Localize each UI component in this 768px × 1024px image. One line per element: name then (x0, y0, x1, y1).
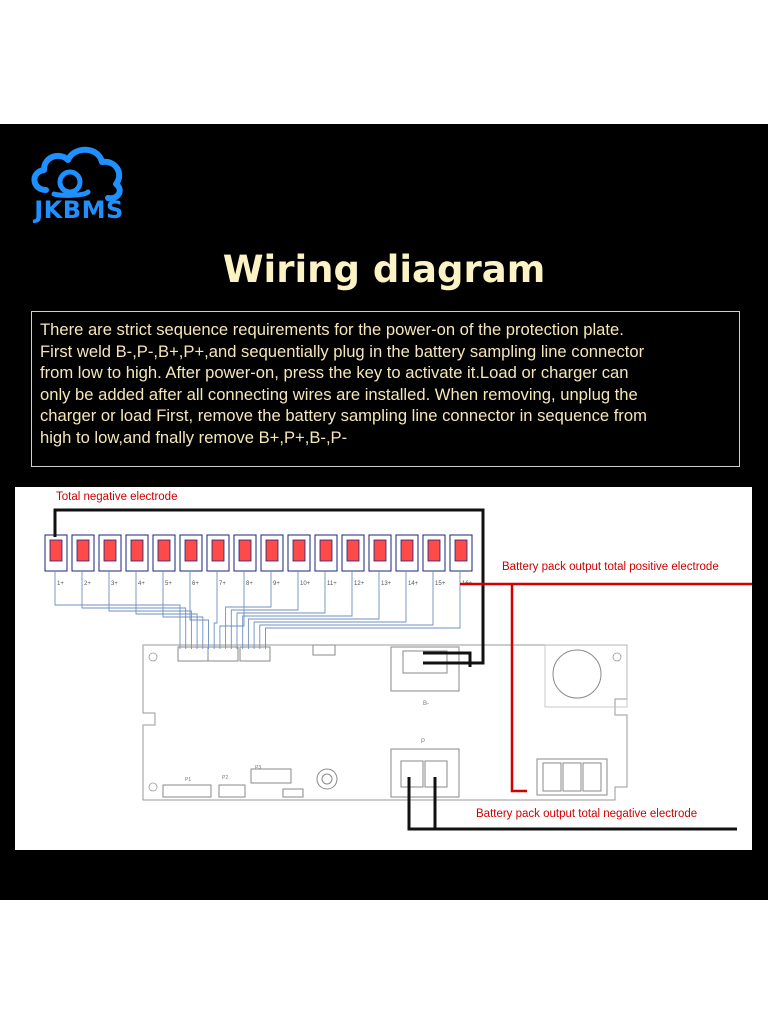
sampling-wire (230, 571, 299, 649)
instruction-line: high to low,and fnally remove B+,P+,B-,P… (40, 427, 348, 447)
sampling-wire (135, 571, 198, 649)
battery-cell (422, 534, 446, 572)
battery-cell (449, 534, 473, 572)
output-connector (536, 758, 608, 796)
battery-cell (179, 534, 203, 572)
negative-output-label: Battery pack output total negative elect… (476, 808, 698, 820)
battery-cell (152, 534, 176, 572)
svg-text:P3: P3 (255, 765, 261, 771)
sampling-wire (162, 571, 204, 649)
wiring-diagram: B- P P1 P2 P3 1+2+3+4+5+6+7+8+9+10+11+12 (15, 487, 752, 850)
sampling-wire (219, 571, 245, 649)
sampling-wire (108, 571, 192, 649)
svg-text:P2: P2 (222, 775, 228, 781)
cell-label: 15+ (435, 581, 446, 587)
total-negative-wire (53, 508, 485, 665)
page-title: Wiring diagram (222, 248, 546, 291)
sampling-connector-1 (177, 646, 209, 662)
cell-label: 1+ (57, 581, 64, 587)
battery-cell (44, 534, 68, 572)
sampling-connector-2 (207, 646, 239, 662)
cell-label: 2+ (84, 581, 91, 587)
total-negative-label: Total negative electrode (56, 491, 178, 503)
battery-cell (341, 534, 365, 572)
p-minus-terminal (390, 748, 460, 798)
battery-cell (233, 534, 257, 572)
battery-cell (125, 534, 149, 572)
sampling-wire (253, 571, 407, 649)
p3-connector (250, 768, 292, 784)
sampling-wire (247, 571, 380, 649)
cell-label: 11+ (327, 581, 337, 587)
negative-output-wire (407, 777, 737, 831)
battery-cells: 1+2+3+4+5+6+7+8+9+10+11+12+13+14+15+16+ (44, 534, 473, 587)
cell-label: 4+ (138, 581, 145, 587)
cell-label: 3+ (111, 581, 118, 587)
instruction-line: First weld B-,P-,B+,P+,and sequentially … (40, 341, 645, 361)
battery-cell (206, 534, 230, 572)
p1-connector (162, 784, 212, 798)
coin-battery (552, 649, 602, 699)
cell-label: 7+ (219, 581, 226, 587)
cell-label: 12+ (354, 581, 365, 587)
wiring-diagram-svg: B- P P1 P2 P3 1+2+3+4+5+6+7+8+9+10+11+12 (44, 508, 752, 831)
bms-board (142, 644, 628, 801)
battery-cell (287, 534, 311, 572)
sampling-wire (54, 571, 181, 649)
cell-label: 6+ (192, 581, 199, 587)
p2-connector (218, 784, 246, 798)
sampling-wire (236, 571, 326, 649)
sampling-wires (54, 571, 461, 649)
sampling-wire (189, 571, 209, 649)
battery-cell (314, 534, 338, 572)
battery-cell (395, 534, 419, 572)
svg-text:B-: B- (423, 701, 429, 707)
sampling-wire (265, 571, 461, 649)
positive-output-label: Battery pack output total positive elect… (502, 561, 719, 573)
cell-label: 9+ (273, 581, 280, 587)
sampling-connector-3 (239, 646, 271, 662)
battery-cell (260, 534, 284, 572)
cloud-logo-icon (31, 146, 123, 202)
sampling-wire (259, 571, 434, 649)
cell-label: 13+ (381, 581, 392, 587)
instruction-line: only be added after all connecting wires… (40, 384, 638, 404)
svg-text:P: P (421, 739, 425, 745)
instruction-line: charger or load First, remove the batter… (40, 406, 647, 425)
battery-cell (98, 534, 122, 572)
battery-cell (71, 534, 95, 572)
svg-text:P1: P1 (185, 777, 191, 783)
activation-key (316, 768, 338, 790)
sampling-wire (225, 571, 272, 649)
instruction-line: There are strict sequence requirements f… (40, 320, 624, 339)
instruction-line: from low to high. After power-on, press … (40, 363, 629, 382)
battery-cell (368, 534, 392, 572)
sampling-wire (81, 571, 187, 649)
brand-name: JKBMS (34, 196, 124, 224)
instructions-box: There are strict sequence requirements f… (31, 311, 740, 467)
cell-label: 10+ (300, 581, 311, 587)
cell-label: 5+ (165, 581, 172, 587)
cell-label: 8+ (246, 581, 253, 587)
b-minus-terminal (390, 646, 460, 692)
cell-label: 14+ (408, 581, 419, 587)
sampling-wire (242, 571, 353, 649)
sampling-wire (213, 571, 218, 649)
